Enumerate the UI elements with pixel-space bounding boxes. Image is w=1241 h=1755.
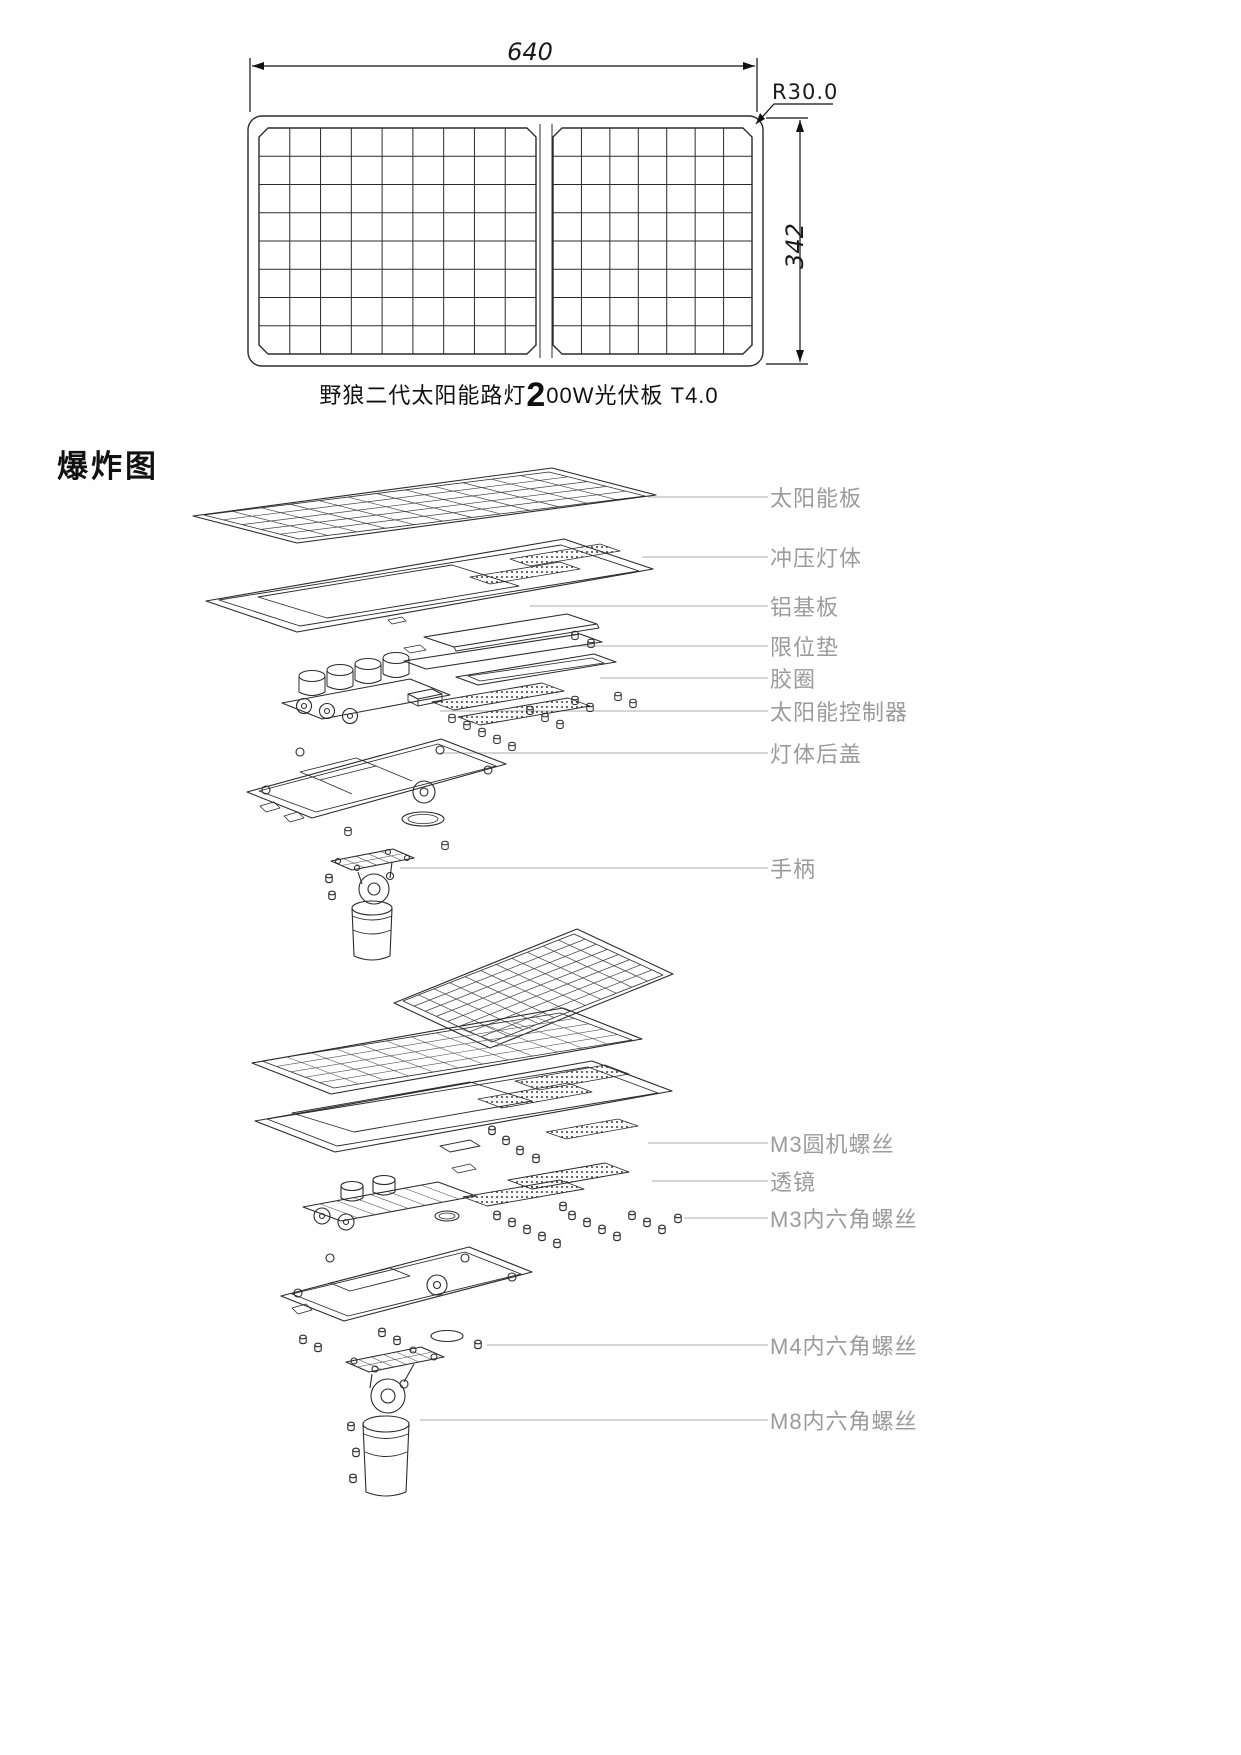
screws-below-cover [299,1327,482,1353]
part-lamp-back-cover [246,738,507,827]
screws-upper [344,630,637,851]
part-rubber-ring [455,653,617,686]
part-label-stamped-lamp-body: 冲压灯体 [770,546,863,571]
screws-lower [493,1201,682,1249]
caption-big-digit: 2 [526,376,547,414]
part-lamp-body-lower [254,1060,673,1153]
part-stamped-lamp-body [205,538,654,633]
part-panel-glass [251,1007,643,1095]
part-limit-pad [403,633,603,670]
part-label-lamp-back-cover: 灯体后盖 [770,742,863,767]
part-label-solar-panel: 太阳能板 [770,486,863,511]
drawing-caption: 野狼二代太阳能路灯200W光伏板 T4.0 [248,376,790,415]
part-solar-panel-lower [393,928,674,1049]
part-perforated-plates [431,682,591,726]
part-back-cover-lower [280,1246,533,1322]
part-label-rubber-ring: 胶圈 [770,667,817,692]
part-label-m3-round-screw: M3圆机螺丝 [770,1132,895,1157]
part-label-m8-hex-screw: M8内六角螺丝 [770,1409,918,1434]
part-solar-panel [192,467,657,544]
part-label-handle: 手柄 [770,857,817,882]
dimension-width: 640 [507,38,553,66]
part-aluminum-base-plate [423,613,600,652]
leader-lines [400,496,768,1421]
part-label-m4-hex-screw: M4内六角螺丝 [770,1334,918,1359]
part-label-aluminum-base-plate: 铝基板 [770,595,840,620]
part-handle-lower [345,1346,445,1497]
exploded-view-title: 爆炸图 [57,449,159,484]
part-lens [462,1162,630,1207]
dimension-lines [249,58,833,365]
part-label-limit-pad: 限位垫 [770,635,840,660]
dimension-height: 342 [781,223,809,269]
part-label-solar-controller: 太阳能控制器 [770,700,909,725]
part-label-lens: 透镜 [770,1170,817,1195]
part-controller-lower [302,1163,477,1231]
part-label-m3-hex-screw: M3内六角螺丝 [770,1207,918,1232]
exploded-lower-assembly [251,928,682,1497]
solar-panel-drawing [247,115,764,367]
part-handle [325,848,415,961]
part-solar-controller [281,652,451,725]
part-small-fittings [439,1118,639,1164]
exploded-upper-assembly [192,467,657,961]
caption-text-right: 00W光伏板 T4.0 [546,383,719,408]
caption-text-left: 野狼二代太阳能路灯 [319,383,527,408]
dimension-radius: R30.0 [772,80,839,104]
